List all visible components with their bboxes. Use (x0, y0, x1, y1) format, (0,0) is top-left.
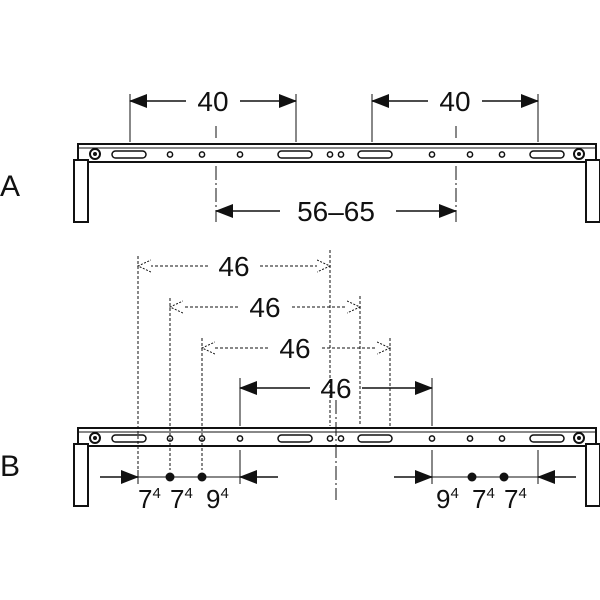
panel-a: A (0, 86, 600, 227)
chain-dims-left: 74 74 94 (100, 470, 278, 514)
svg-text:46: 46 (320, 373, 351, 404)
leg-left-a (73, 159, 89, 223)
dim-b-46-4: 46 (239, 373, 433, 404)
spacing-right-2: 74 (472, 484, 495, 514)
chain-dims-right: 94 74 74 (394, 470, 576, 514)
frame-rail-b (73, 427, 600, 507)
chain-dot (197, 472, 207, 482)
dim-b-46-2: 46 (170, 292, 360, 323)
svg-text:40: 40 (197, 86, 228, 117)
chain-dot (467, 472, 477, 482)
dim-a-56-65: 56–65 (215, 196, 457, 227)
panel-b-label: B (0, 450, 20, 483)
leg-right-b (585, 443, 600, 507)
dim-b-46-1: 46 (138, 251, 330, 282)
svg-text:46: 46 (279, 333, 310, 364)
spacing-left-2: 74 (170, 484, 193, 514)
svg-text:46: 46 (249, 292, 280, 323)
leg-left-b (73, 443, 89, 507)
spacing-left-1: 74 (138, 484, 161, 514)
spacing-left-3: 94 (206, 484, 229, 514)
dim-b-46-3: 46 (202, 333, 390, 364)
dim-a-right-40: 40 (371, 86, 539, 117)
spacing-right-3: 74 (504, 484, 527, 514)
chain-dot (165, 472, 175, 482)
spacing-right-1: 94 (436, 484, 459, 514)
dim-a-left-40: 40 (129, 86, 297, 117)
panel-a-label: A (0, 170, 20, 203)
svg-text:40: 40 (439, 86, 470, 117)
panel-b: B (0, 250, 600, 514)
frame-rail-a (73, 143, 600, 223)
chain-dot (499, 472, 509, 482)
leg-right-a (585, 159, 600, 223)
svg-text:46: 46 (218, 251, 249, 282)
svg-text:56–65: 56–65 (297, 196, 375, 227)
